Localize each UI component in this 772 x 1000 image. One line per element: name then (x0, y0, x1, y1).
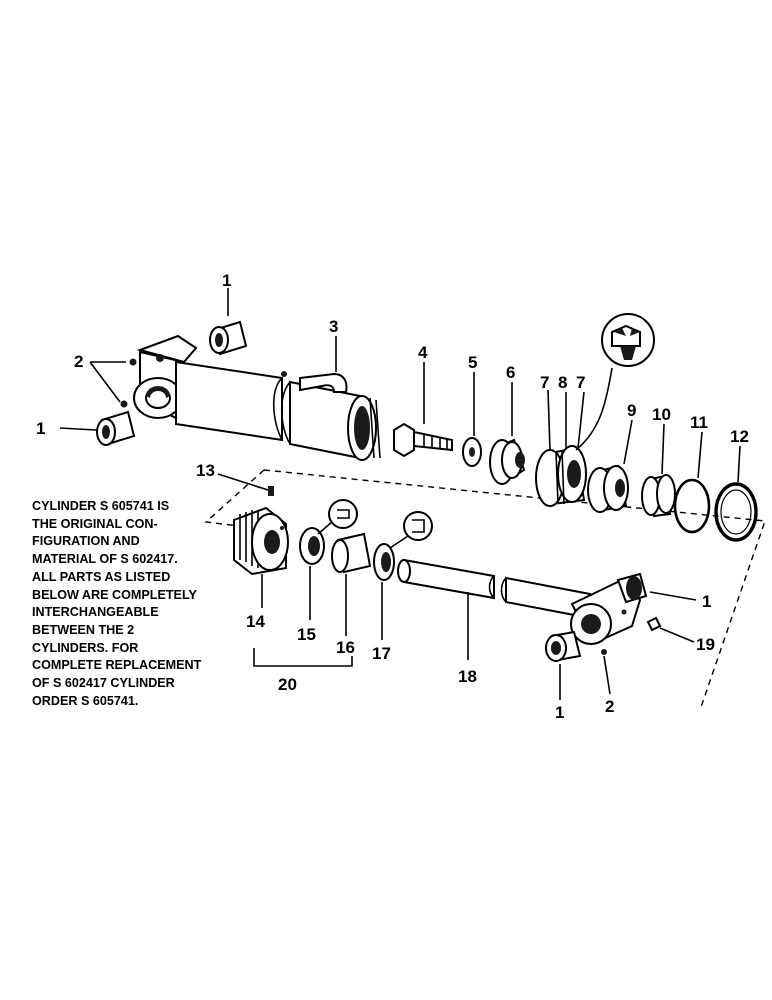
callout-1-left: 1 (36, 419, 45, 438)
wiper-part-15 (299, 499, 358, 565)
callout-7a: 7 (540, 373, 549, 392)
seal-detail-callout (575, 313, 655, 451)
callout-2-bottom: 2 (605, 697, 614, 716)
bushing-part-16 (331, 532, 372, 574)
gland-part-9 (587, 464, 629, 513)
leader-lines (59, 288, 741, 700)
callout-1-bottom: 1 (555, 703, 564, 722)
screw-part-13 (268, 486, 274, 496)
note-line: BELOW ARE COMPLETELY (32, 587, 197, 602)
bushing-part-1-bottom (545, 630, 582, 662)
callout-6: 6 (506, 363, 515, 382)
callout-10: 10 (652, 405, 671, 424)
note-line: BETWEEN THE 2 (32, 622, 135, 637)
note-line: THE ORIGINAL CON- (32, 516, 158, 531)
washer-part-5 (462, 437, 482, 467)
o-ring-part-11 (673, 478, 711, 534)
note-line: CYLINDER S 605741 IS (32, 499, 170, 513)
seal-part-17 (373, 511, 433, 581)
callout-15: 15 (297, 625, 316, 644)
note-line: INTERCHANGEABLE (32, 605, 159, 620)
grease-fitting-part-2-a (129, 358, 137, 366)
callout-7b: 7 (576, 373, 585, 392)
grease-fitting-part-2-b (120, 400, 128, 408)
note-line: MATERIAL OF S 602417. (32, 552, 178, 567)
callout-8: 8 (558, 373, 567, 392)
callout-11: 11 (690, 413, 708, 432)
callout-3: 3 (329, 317, 338, 336)
callout-14: 14 (246, 612, 265, 631)
bushing-part-1-top (209, 320, 248, 356)
callout-20: 20 (278, 675, 297, 694)
piston-part-6 (489, 438, 526, 485)
screw-part-19 (646, 616, 662, 632)
callout-5: 5 (468, 353, 477, 372)
note-line: ORDER S 605741. (32, 693, 139, 708)
note-line: COMPLETE REPLACEMENT (32, 658, 202, 673)
callout-19: 19 (696, 635, 715, 654)
callout-16: 16 (336, 638, 355, 657)
bushing-part-1-left (96, 410, 136, 446)
callout-1-right: 1 (702, 592, 711, 611)
bushing-part-10 (641, 474, 676, 518)
bolt-part-4 (393, 422, 453, 458)
note-line: CYLINDERS. FOR (32, 640, 139, 655)
callout-1-top: 1 (222, 271, 231, 290)
callout-18: 18 (458, 667, 477, 686)
cylinder-barrel-part-3 (133, 334, 381, 461)
piston-seal-parts-7-8 (535, 445, 587, 507)
callout-4: 4 (418, 343, 428, 362)
cylinder-interchange-note: CYLINDER S 605741 IS THE ORIGINAL CON- F… (32, 498, 262, 710)
callout-12: 12 (730, 427, 749, 446)
rod-eye (570, 572, 648, 646)
note-line: OF S 602417 CYLINDER (32, 676, 175, 691)
callout-9: 9 (627, 401, 636, 420)
ring-part-12 (714, 482, 758, 542)
callout-2-top: 2 (74, 352, 83, 371)
grease-fitting-part-2-bottom (601, 649, 607, 655)
rod-part-18 (397, 558, 591, 620)
note-line: ALL PARTS AS LISTED (32, 569, 171, 584)
callout-17: 17 (372, 644, 391, 663)
head-part-14 (233, 506, 289, 576)
callout-13: 13 (196, 461, 215, 480)
note-line: FIGURATION AND (32, 534, 140, 549)
